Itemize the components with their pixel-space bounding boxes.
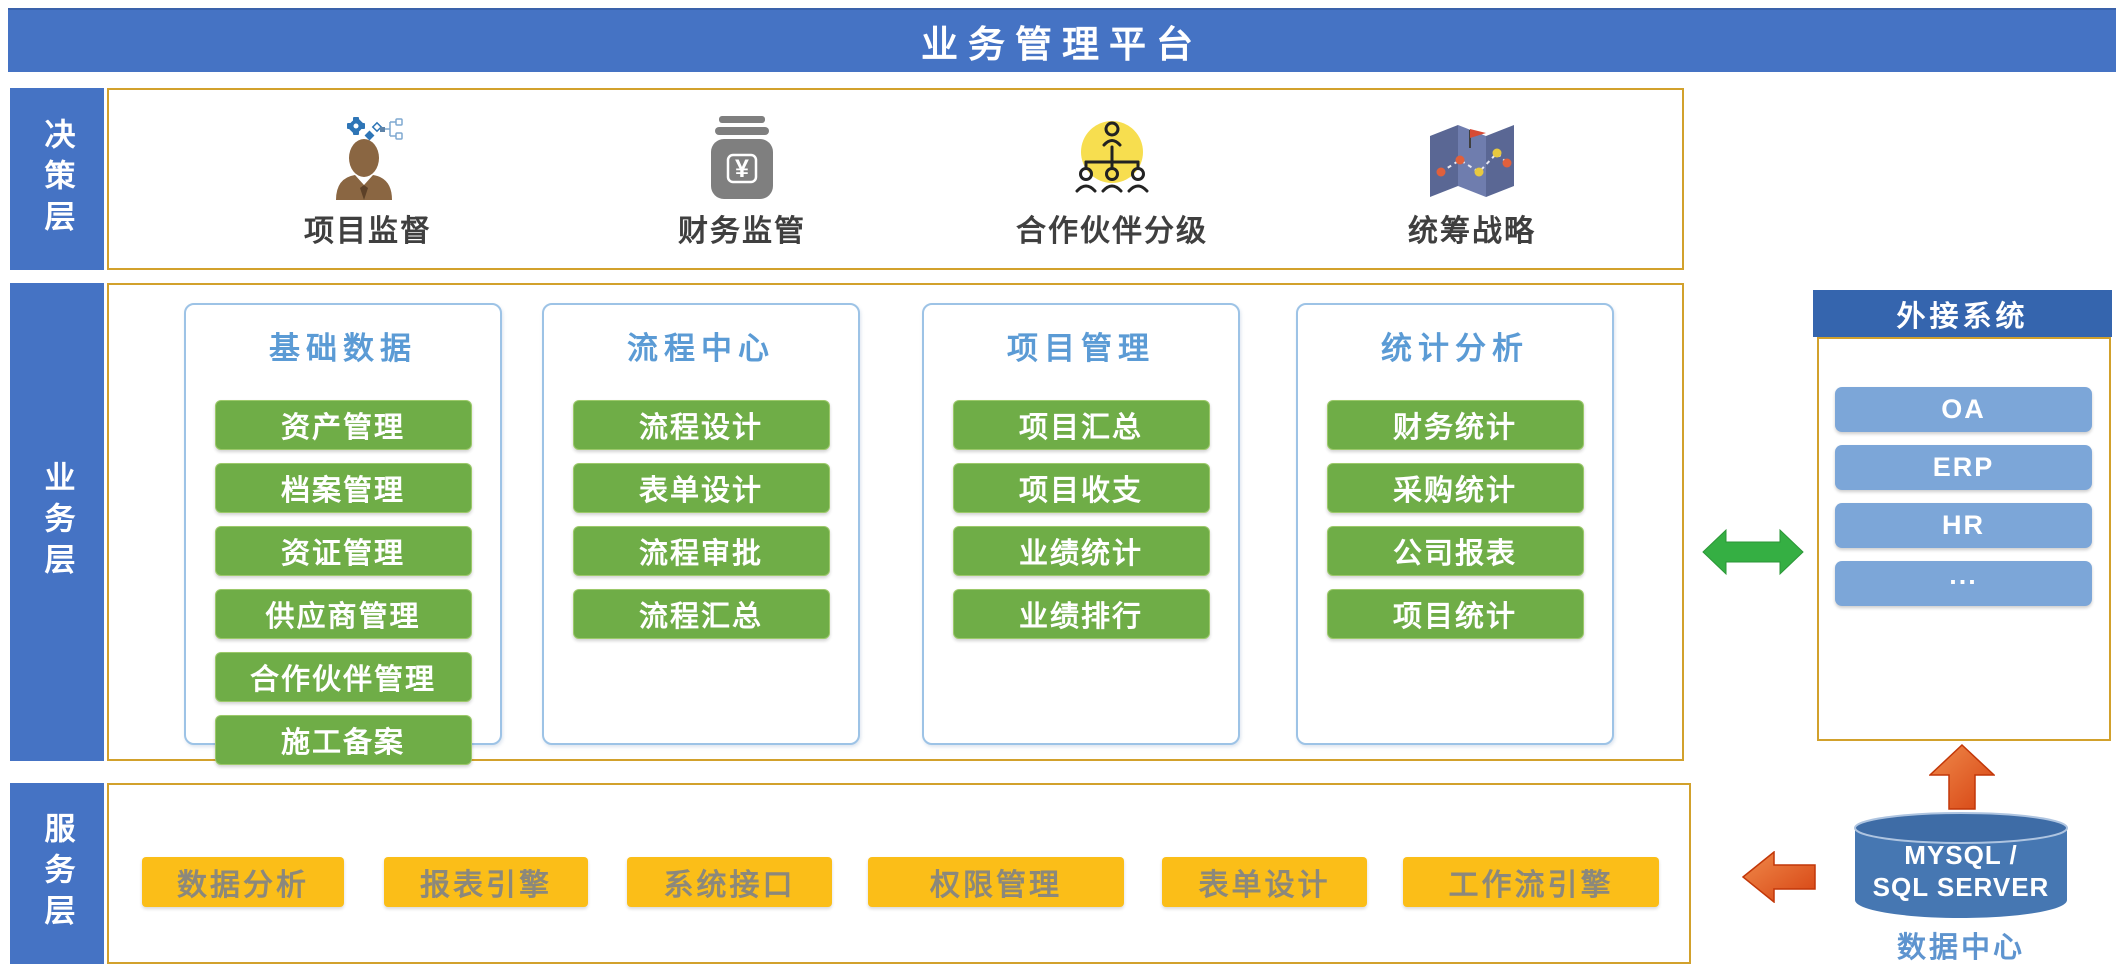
business-column-project-management: 项目管理 项目汇总 项目收支 业绩统计 业绩排行 bbox=[922, 303, 1240, 745]
business-column-statistics: 统计分析 财务统计 采购统计 公司报表 项目统计 bbox=[1296, 303, 1614, 745]
finance-supervision-icon: ¥ bbox=[696, 102, 788, 202]
partner-grading-icon bbox=[1063, 102, 1161, 202]
column-title: 基础数据 bbox=[269, 331, 417, 366]
business-layer-label: 业务层 bbox=[39, 460, 75, 584]
business-column-base-data: 基础数据 资产管理 档案管理 资证管理 供应商管理 合作伙伴管理 施工备案 bbox=[184, 303, 502, 765]
column-items: 资产管理 档案管理 资证管理 供应商管理 合作伙伴管理 施工备案 bbox=[186, 400, 500, 765]
strategy-map-icon bbox=[1421, 102, 1523, 202]
platform-title-bar: 业务管理平台 bbox=[8, 8, 2116, 72]
decision-item-label: 项目监督 bbox=[304, 215, 432, 248]
module-chip: 流程汇总 bbox=[572, 589, 830, 639]
module-chip: 公司报表 bbox=[1326, 526, 1584, 576]
column-items: 流程设计 表单设计 流程审批 流程汇总 bbox=[544, 400, 858, 639]
external-systems-title: 外接系统 bbox=[1896, 300, 2029, 333]
module-chip: 业绩排行 bbox=[952, 589, 1210, 639]
module-chip: 项目收支 bbox=[952, 463, 1210, 513]
layer-label-decision: 决策层 bbox=[10, 88, 104, 270]
module-chip: 项目汇总 bbox=[952, 400, 1210, 450]
module-chip: 资证管理 bbox=[214, 526, 472, 576]
service-layer-label: 服务层 bbox=[39, 812, 75, 935]
decision-item-strategy: 统筹战略 bbox=[1408, 102, 1536, 250]
service-layer-panel: 数据分析 报表引擎 系统接口 权限管理 表单设计 工作流引擎 bbox=[107, 783, 1691, 964]
service-chip: 报表引擎 bbox=[384, 857, 588, 907]
module-chip: 施工备案 bbox=[214, 715, 472, 765]
module-chip: 流程设计 bbox=[572, 400, 830, 450]
module-chip: 采购统计 bbox=[1326, 463, 1584, 513]
service-chip: 表单设计 bbox=[1162, 857, 1367, 907]
external-system-chip: HR bbox=[1835, 503, 2092, 548]
external-system-chip: ... bbox=[1835, 560, 2092, 606]
service-chip: 工作流引擎 bbox=[1403, 857, 1659, 907]
external-systems-panel: OA ERP HR ... bbox=[1817, 337, 2111, 741]
module-chip: 表单设计 bbox=[572, 463, 830, 513]
data-center-caption: 数据中心 bbox=[1896, 932, 2025, 964]
column-items: 财务统计 采购统计 公司报表 项目统计 bbox=[1298, 400, 1612, 639]
module-chip: 流程审批 bbox=[572, 526, 830, 576]
module-chip: 资产管理 bbox=[214, 400, 472, 450]
decision-item-label: 财务监管 bbox=[678, 215, 806, 248]
service-chip: 权限管理 bbox=[868, 857, 1124, 907]
database-cylinder-icon: MYSQL / SQL SERVER bbox=[1847, 808, 2075, 922]
column-items: 项目汇总 项目收支 业绩统计 业绩排行 bbox=[924, 400, 1238, 639]
business-column-process-center: 流程中心 流程设计 表单设计 流程审批 流程汇总 bbox=[542, 303, 860, 745]
decision-layer-panel: 项目监督 ¥ 财务监管 bbox=[107, 88, 1684, 270]
column-title: 统计分析 bbox=[1381, 331, 1529, 366]
decision-layer-label: 决策层 bbox=[39, 117, 75, 241]
module-chip: 供应商管理 bbox=[214, 589, 472, 639]
layer-label-business: 业务层 bbox=[10, 283, 104, 761]
module-chip: 档案管理 bbox=[214, 463, 472, 513]
left-arrow-icon bbox=[1741, 850, 1816, 904]
decision-item-label: 合作伙伴分级 bbox=[1016, 215, 1208, 248]
decision-item-partner-grading: 合作伙伴分级 bbox=[1016, 102, 1208, 250]
external-system-chip: ERP bbox=[1835, 445, 2092, 490]
module-chip: 财务统计 bbox=[1326, 400, 1584, 450]
module-chip: 合作伙伴管理 bbox=[214, 652, 472, 702]
platform-title: 业务管理平台 bbox=[921, 24, 1203, 65]
external-system-chip: OA bbox=[1835, 387, 2092, 432]
double-arrow-icon bbox=[1702, 523, 1804, 581]
layer-label-service: 服务层 bbox=[10, 783, 104, 964]
column-title: 流程中心 bbox=[627, 331, 775, 366]
business-layer-panel: 基础数据 资产管理 档案管理 资证管理 供应商管理 合作伙伴管理 施工备案 流程… bbox=[107, 283, 1684, 765]
up-arrow-icon bbox=[1928, 743, 1996, 810]
db-name-line1: MYSQL / bbox=[1904, 840, 2018, 870]
module-chip: 业绩统计 bbox=[952, 526, 1210, 576]
module-chip: 项目统计 bbox=[1326, 589, 1584, 639]
project-supervision-icon bbox=[322, 102, 414, 202]
external-systems-header: 外接系统 bbox=[1813, 290, 2112, 337]
decision-item-finance-supervision: ¥ 财务监管 bbox=[678, 102, 806, 250]
db-name-line2: SQL SERVER bbox=[1872, 872, 2050, 902]
decision-item-project-supervision: 项目监督 bbox=[304, 102, 432, 250]
column-title: 项目管理 bbox=[1007, 331, 1155, 366]
decision-item-label: 统筹战略 bbox=[1408, 215, 1536, 248]
svg-text:¥: ¥ bbox=[735, 155, 749, 183]
service-chip: 系统接口 bbox=[627, 857, 832, 907]
service-chip: 数据分析 bbox=[142, 857, 344, 907]
